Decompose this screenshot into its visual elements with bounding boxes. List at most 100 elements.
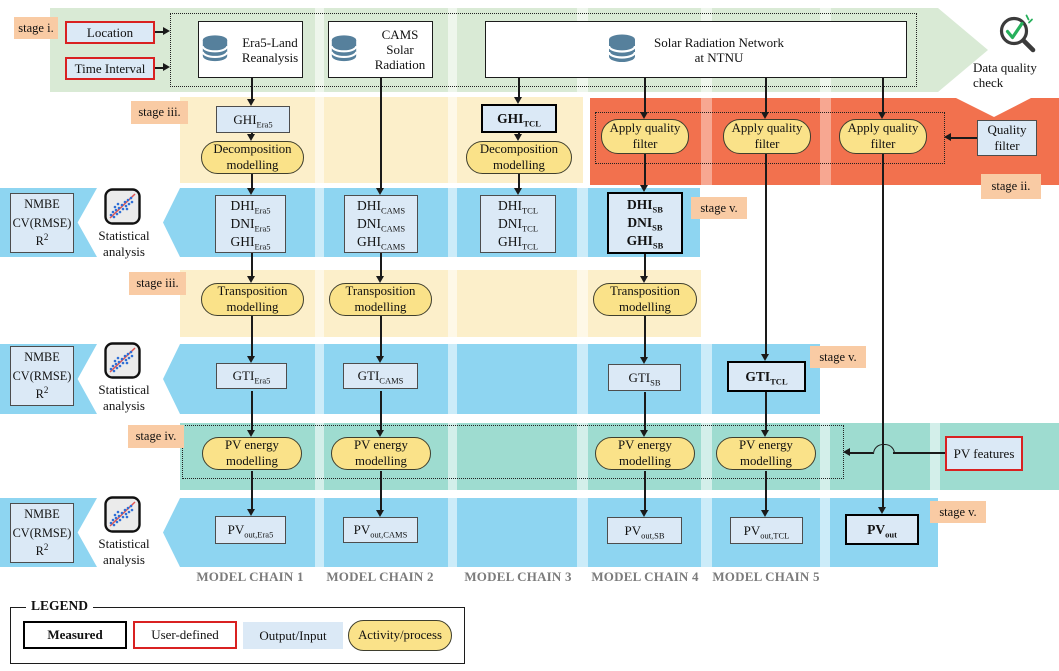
band-gap — [315, 188, 324, 257]
arrow-head — [247, 276, 256, 283]
flow-line — [518, 174, 520, 188]
arrow-head — [761, 354, 770, 361]
arrow-head — [376, 276, 385, 283]
statistical-analysis-label-1: Statistical analysis — [98, 228, 150, 259]
arrow-head — [247, 356, 256, 363]
source-label: Solar Radiation Network at NTNU — [654, 34, 784, 65]
band-gap — [315, 344, 324, 414]
time-interval-box: Time Interval — [65, 57, 155, 80]
decomposition-modelling-1: Decomposition modelling — [201, 141, 304, 174]
stage-v-label-3: stage v. — [930, 501, 986, 523]
quality-filter-box: Quality filter — [977, 120, 1037, 156]
arrow-head — [640, 276, 649, 283]
source-cams: CAMS Solar Radiation — [328, 21, 433, 78]
arrow-head — [247, 430, 256, 437]
io-gti-sb: GTISB — [608, 364, 681, 391]
band-gap — [315, 270, 324, 337]
pv-energy-modelling-2: PV energy modelling — [331, 437, 431, 470]
legend-title: LEGEND — [26, 598, 94, 614]
flow-line — [850, 452, 873, 454]
metrics-box-2: NMBE CV(RMSE) R2 — [10, 346, 74, 406]
flow-line — [765, 154, 767, 354]
io-tri-tcl: DHITCL DNITCL GHITCL — [480, 195, 556, 253]
band-gap — [820, 98, 831, 185]
io-pv-out-era5: PVout,Era5 — [215, 516, 286, 544]
arrow-head — [376, 356, 385, 363]
flow-line — [380, 253, 382, 276]
arrow-head — [376, 510, 385, 517]
band-gap — [448, 498, 457, 567]
band-gap — [701, 98, 712, 185]
arrow-head — [640, 430, 649, 437]
flow-line — [765, 392, 767, 430]
band-gap — [448, 344, 457, 414]
scatter-plot-icon — [104, 188, 141, 230]
io-gti-cams: GTICAMS — [343, 363, 418, 389]
io-tri-cams: DHICAMS DNICAMS GHICAMS — [344, 195, 418, 253]
flow-line — [518, 78, 520, 97]
stage-ii-label: stage ii. — [981, 174, 1041, 199]
stage-v-label-2: stage v. — [810, 346, 866, 368]
scatter-plot-icon — [104, 342, 141, 384]
flow-line — [251, 253, 253, 276]
source-ntnu: Solar Radiation Network at NTNU — [485, 21, 907, 78]
arrow-head — [640, 510, 649, 517]
apply-quality-filter-3: Apply quality filter — [839, 119, 927, 154]
band-gap — [930, 423, 940, 490]
arrow-head — [247, 509, 256, 516]
stage-v-label-1: stage v. — [691, 197, 747, 219]
sources-group-outline — [170, 13, 917, 87]
arrow-head — [376, 430, 385, 437]
arrow-head — [514, 134, 523, 141]
stage-iii-label-decomposition: stage iii. — [131, 101, 188, 124]
flow-line — [765, 78, 767, 112]
arrow-head — [761, 510, 770, 517]
io-gti-era5: GTIEra5 — [216, 363, 287, 389]
flow-line — [644, 254, 646, 276]
flow-line — [765, 471, 767, 510]
flow-line — [380, 316, 382, 356]
band-gap — [701, 498, 712, 567]
arrow-head — [878, 112, 887, 119]
arrow-head — [247, 99, 256, 106]
transposition-modelling-2: Transposition modelling — [329, 283, 432, 316]
model-chain-1-label: MODEL CHAIN 1 — [196, 569, 304, 584]
pv-features-box: PV features — [945, 436, 1023, 471]
band-gap — [701, 423, 712, 490]
flow-line — [644, 471, 646, 510]
legend-measured: Measured — [23, 621, 127, 649]
band-gap — [701, 344, 712, 414]
metrics-box-1: NMBE CV(RMSE) R2 — [10, 193, 74, 253]
statistical-analysis-label-3: Statistical analysis — [98, 536, 150, 567]
flow-line — [380, 471, 382, 510]
decomposition-modelling-2: Decomposition modelling — [466, 141, 572, 174]
band-results-3 — [163, 498, 938, 567]
arrow-head — [640, 112, 649, 119]
io-pv-out-sb: PVout,SB — [607, 517, 682, 544]
legend-activity-process: Activity/process — [348, 620, 452, 651]
scatter-plot-icon — [104, 496, 141, 538]
band-gap — [577, 344, 588, 414]
band-gap — [577, 423, 588, 490]
flow-line — [882, 78, 884, 112]
apply-quality-filter-2: Apply quality filter — [723, 119, 811, 154]
model-chain-3-label: MODEL CHAIN 3 — [464, 569, 572, 584]
flow-line — [644, 78, 646, 112]
pv-energy-modelling-4: PV energy modelling — [716, 437, 816, 470]
arrow-head — [761, 430, 770, 437]
data-quality-check-icon — [995, 12, 1041, 63]
transposition-modelling-3: Transposition modelling — [593, 283, 697, 316]
band-gap — [577, 498, 588, 567]
io-pv-out-measured: PVout — [845, 514, 919, 545]
flow-line — [251, 316, 253, 356]
stage-iv-label: stage iv. — [128, 425, 184, 448]
band-gap — [820, 423, 830, 490]
io-ghi-era5: GHIEra5 — [216, 106, 290, 133]
flow-line — [251, 174, 253, 188]
arrow-head — [247, 134, 256, 141]
pv-energy-modelling-1: PV energy modelling — [202, 437, 302, 470]
stage-iii-label-transposition: stage iii. — [129, 272, 186, 295]
flow-line — [644, 316, 646, 357]
source-label: CAMS Solar Radiation — [374, 27, 426, 72]
